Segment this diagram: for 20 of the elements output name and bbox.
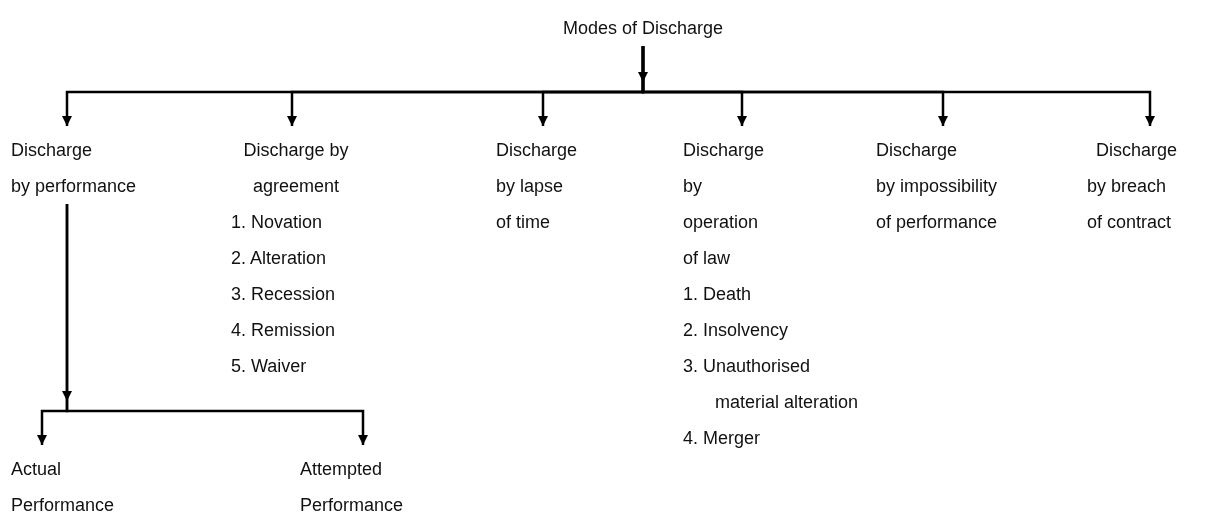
list-item: 1. Death <box>683 283 753 306</box>
list-item: 4. Merger <box>683 427 762 450</box>
arrow <box>641 46 1155 126</box>
branch-label: Discharge by lapse of time <box>496 139 578 234</box>
branch-label: Actual Performance <box>11 458 115 517</box>
branch-label: Discharge by operation of law <box>683 139 766 270</box>
list-item: 3. Unauthorised material alteration <box>683 355 859 414</box>
branch-label: Attempted Performance <box>300 458 404 517</box>
list-item: 2. Alteration <box>231 247 328 270</box>
branch-label: Discharge by breach of contract <box>1087 139 1178 234</box>
branch-label: Discharge by agreement <box>242 139 350 198</box>
arrow <box>65 204 368 445</box>
root-label: Modes of Discharge <box>561 17 725 40</box>
branch-label: Discharge by performance <box>11 139 137 198</box>
list-item: 2. Insolvency <box>683 319 790 342</box>
list-item: 1. Novation <box>231 211 324 234</box>
list-item: 5. Waiver <box>231 355 308 378</box>
list-item: 3. Recession <box>231 283 337 306</box>
branch-label: Discharge by impossibility of performance <box>876 139 998 234</box>
list-item: 4. Remission <box>231 319 337 342</box>
